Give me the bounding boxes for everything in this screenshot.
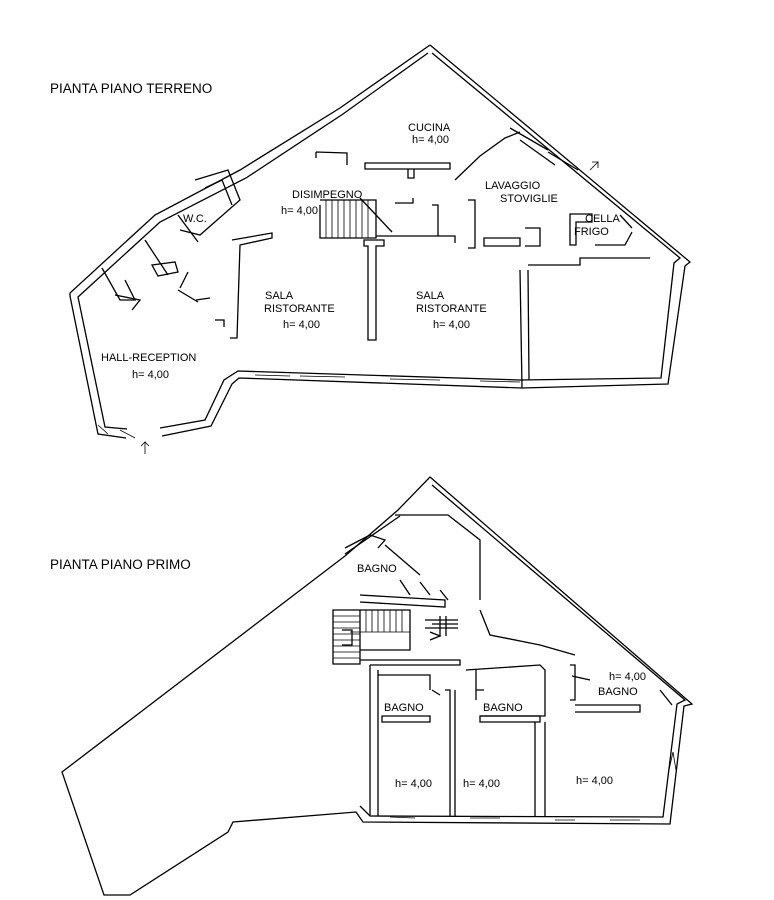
room-3-height: h= 4,00 xyxy=(576,775,613,787)
cella-label: CELLA xyxy=(585,213,621,225)
bagno-mid-label: BAGNO xyxy=(483,702,523,714)
first-floor-title: PIANTA PIANO PRIMO xyxy=(50,557,191,572)
cucina-label: CUCINA xyxy=(408,122,451,134)
sala-1-label: SALA xyxy=(265,290,294,302)
sala-2-label: SALA xyxy=(416,290,445,302)
first-floor-interior-walls xyxy=(332,514,673,816)
service-entrance-arrow-icon xyxy=(589,161,599,171)
bagno-right-height: h= 4,00 xyxy=(609,671,646,683)
first-floor-outer-walls xyxy=(61,476,694,896)
room-1-height: h= 4,00 xyxy=(395,778,432,790)
bagno-right-label: BAGNO xyxy=(598,686,638,698)
wc-label: W.C. xyxy=(183,213,207,225)
ground-floor-labels: CUCINA h= 4,00 DISIMPEGNO h= 4,00 W.C. L… xyxy=(101,122,621,381)
first-floor-labels: BAGNO h= 4,00 BAGNO BAGNO BAGNO h= 4,00 … xyxy=(357,563,646,790)
stoviglie-label: STOVIGLIE xyxy=(500,193,558,205)
ground-floor-entrance-arrows xyxy=(140,161,599,454)
ground-floor-plan: PIANTA PIANO TERRENO xyxy=(50,44,692,454)
sala-1-ristorante-label: RISTORANTE xyxy=(264,303,335,315)
ground-floor-title: PIANTA PIANO TERRENO xyxy=(50,81,212,96)
cucina-height: h= 4,00 xyxy=(412,134,449,146)
bagno-top-label: BAGNO xyxy=(357,563,397,575)
hall-label: HALL-RECEPTION xyxy=(101,352,196,364)
sala-2-ristorante-label: RISTORANTE xyxy=(416,303,487,315)
room-2-height: h= 4,00 xyxy=(463,778,500,790)
hall-height: h= 4,00 xyxy=(132,369,169,381)
ground-floor-interior-walls xyxy=(101,127,650,389)
first-floor-plan: PIANTA PIANO PRIMO xyxy=(50,476,694,896)
bagno-left-label: BAGNO xyxy=(384,702,424,714)
sala-2-height: h= 4,00 xyxy=(433,319,470,331)
stair-arrow-icon xyxy=(429,631,442,641)
lavaggio-label: LAVAGGIO xyxy=(485,180,541,192)
sala-1-height: h= 4,00 xyxy=(283,319,320,331)
frigo-label: FRIGO xyxy=(574,226,609,238)
disimpegno-height: h= 4,00 xyxy=(281,205,318,217)
entrance-arrow-icon xyxy=(140,441,150,454)
disimpegno-label: DISIMPEGNO xyxy=(292,189,363,201)
